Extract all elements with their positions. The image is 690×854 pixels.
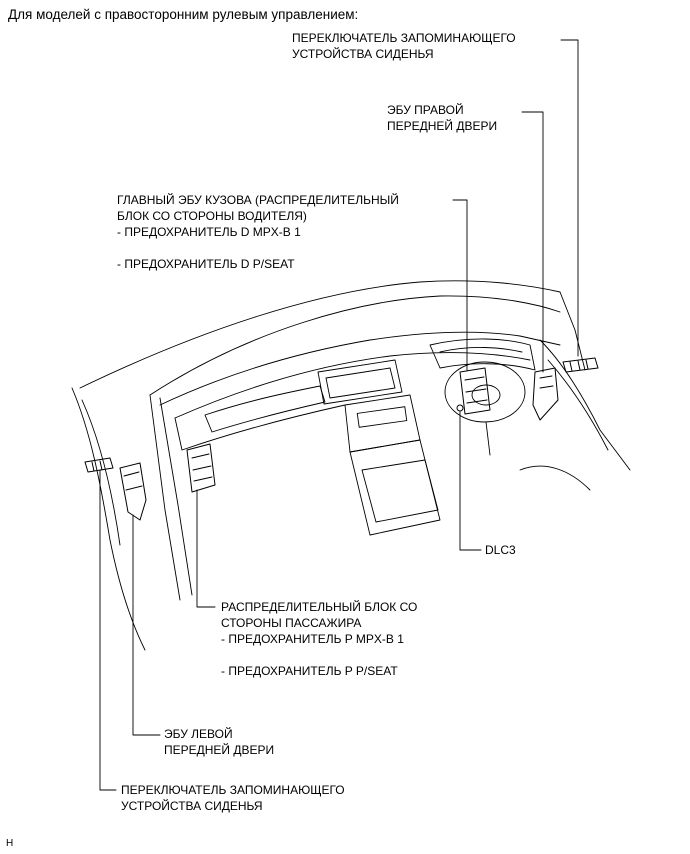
figure-code: H <box>6 838 14 849</box>
console-inner <box>361 459 439 523</box>
right-door-trim <box>547 359 609 451</box>
right-door <box>539 339 631 471</box>
windshield-edge <box>79 280 561 389</box>
diagram-caption: Для моделей с правосторонним рулевым упр… <box>8 7 359 22</box>
label-line: ГЛАВНЫЙ ЭБУ КУЗОВА (РАСПРЕДЕЛИТЕЛЬНЫЙ <box>117 193 399 207</box>
passenger-junction-component <box>186 443 216 493</box>
main-body-ecu-component <box>456 367 491 415</box>
label-line: - ПРЕДОХРАНИТЕЛЬ D MPX-B 1 <box>117 225 301 239</box>
label-line: СТОРОНЫ ПАССАЖИРА <box>221 616 362 630</box>
left-door-ecu-component <box>119 462 147 521</box>
label-line: ПЕРЕДНЕЙ ДВЕРИ <box>387 119 498 133</box>
passenger-dash <box>174 404 346 451</box>
label-line: ПЕРЕКЛЮЧАТЕЛЬ ЗАПОМИНАЮЩЕГО <box>292 31 516 45</box>
left-seat-switch-component <box>84 457 114 473</box>
label-left-door-ecu: ЭБУ ЛЕВОЙ ПЕРЕДНЕЙ ДВЕРИ <box>164 726 274 758</box>
label-line: - ПРЕДОХРАНИТЕЛЬ P P/SEAT <box>221 664 398 678</box>
label-line: ПЕРЕДНЕЙ ДВЕРИ <box>164 743 275 757</box>
label-line: ПЕРЕКЛЮЧАТЕЛЬ ЗАПОМИНАЮЩЕГО <box>121 783 345 797</box>
label-line: ЭБУ ЛЕВОЙ <box>164 727 233 741</box>
leader-lines <box>99 39 579 791</box>
left-door <box>71 387 146 651</box>
label-line: - ПРЕДОХРАНИТЕЛЬ P MPX-B 1 <box>221 632 404 646</box>
steering-wheel <box>444 361 526 423</box>
cluster-inner <box>439 347 523 353</box>
label-line: УСТРОЙСТВА СИДЕНЬЯ <box>121 799 263 813</box>
label-seat-switch-left: ПЕРЕКЛЮЧАТЕЛЬ ЗАПОМИНАЮЩЕГО УСТРОЙСТВА С… <box>121 782 345 814</box>
steering-hub <box>471 384 501 406</box>
label-seat-switch-right: ПЕРЕКЛЮЧАТЕЛЬ ЗАПОМИНАЮЩЕГО УСТРОЙСТВА С… <box>292 30 516 62</box>
label-line: ЭБУ ПРАВОЙ <box>387 103 464 117</box>
dashboard-top <box>159 331 561 406</box>
display-inner <box>325 367 396 399</box>
glovebox <box>204 385 326 433</box>
center-stack <box>344 394 421 453</box>
label-line: РАСПРЕДЕЛИТЕЛЬНЫЙ БЛОК СО <box>221 600 418 614</box>
roof-line <box>149 295 561 396</box>
left-door-trim <box>81 399 121 546</box>
right-seat-switch-component <box>562 357 599 373</box>
a-pillar-left-inner <box>159 397 193 596</box>
label-dlc3: DLC3 <box>485 543 516 557</box>
a-pillar-left <box>149 394 181 601</box>
dashboard-brow <box>174 352 531 419</box>
label-line: - ПРЕДОХРАНИТЕЛЬ D P/SEAT <box>117 257 295 271</box>
spacer <box>117 240 399 256</box>
label-main-body-ecu: ГЛАВНЫЙ ЭБУ КУЗОВА (РАСПРЕДЕЛИТЕЛЬНЫЙ БЛ… <box>117 192 399 272</box>
a-pillar-right <box>559 291 586 371</box>
label-right-door-ecu: ЭБУ ПРАВОЙ ПЕРЕДНЕЙ ДВЕРИ <box>387 102 497 134</box>
right-door-ecu-component <box>532 367 559 421</box>
steering-column <box>485 421 491 456</box>
label-passenger-junction: РАСПРЕДЕЛИТЕЛЬНЫЙ БЛОК СО СТОРОНЫ ПАССАЖ… <box>221 599 417 679</box>
spacer <box>221 647 417 663</box>
label-line: УСТРОЙСТВА СИДЕНЬЯ <box>292 47 434 61</box>
audio-unit <box>356 406 408 428</box>
console <box>349 439 441 536</box>
driver-seat <box>519 465 591 491</box>
cluster-hood <box>429 338 536 371</box>
label-line: БЛОК СО СТОРОНЫ ВОДИТЕЛЯ) <box>117 209 307 223</box>
